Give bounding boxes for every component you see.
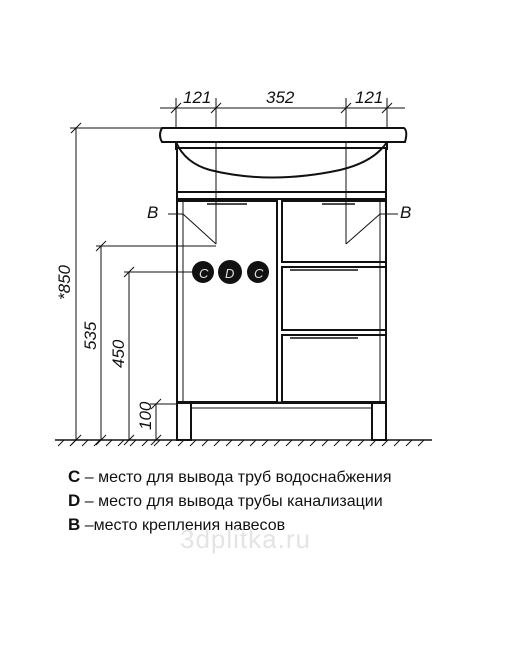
legend-item-d: D – место для вывода трубы канализации — [68, 491, 508, 511]
basin — [159, 127, 408, 179]
height-dimension-lines — [70, 122, 216, 446]
dim-height-100: 100 — [136, 401, 155, 430]
pipe-label-c1: C — [199, 266, 209, 281]
hinge-label-right: B — [400, 203, 411, 222]
legend-key-d: D — [68, 491, 81, 510]
dim-height-total: *850 — [55, 264, 74, 300]
floor-line — [55, 439, 432, 447]
hinge-marker-left — [168, 213, 217, 245]
legend-text-b: –место крепления навесов — [80, 517, 286, 534]
drawer-middle — [281, 266, 387, 331]
dim-height-450: 450 — [109, 339, 128, 368]
dim-top-center: 352 — [266, 88, 295, 107]
legend-text-c: – место для вывода труб водоснабжения — [80, 469, 392, 486]
hinge-marker-right — [345, 213, 398, 245]
drawer-top — [281, 200, 387, 263]
pipe-outlet-c1 — [192, 261, 214, 283]
pipe-outlet-c2 — [247, 261, 269, 283]
legend-key-c: C — [68, 467, 81, 486]
dim-height-535: 535 — [81, 321, 100, 350]
hinge-label-left: B — [147, 203, 158, 222]
pipe-label-c2: C — [254, 266, 264, 281]
watermark-site: 3dplitka.ru — [180, 524, 311, 554]
left-door — [176, 200, 278, 403]
pipe-label-d: D — [225, 266, 234, 281]
dim-top-left: 121 — [183, 88, 211, 107]
top-dimension-chain — [160, 98, 405, 244]
legend-item-b: B –место крепления навесов — [68, 515, 508, 535]
cabinet-legs — [176, 402, 387, 441]
dim-top-right: 121 — [355, 88, 383, 107]
drawer-handles — [207, 203, 358, 339]
legend-key-b: B — [68, 515, 81, 534]
drawer-bottom — [281, 334, 387, 403]
pipe-outlet-d — [218, 260, 242, 284]
legend-text-d: – место для вывода трубы канализации — [80, 493, 383, 510]
legend-item-c: C – место для вывода труб водоснабжения — [68, 467, 508, 487]
pipe-outlets — [192, 260, 269, 284]
